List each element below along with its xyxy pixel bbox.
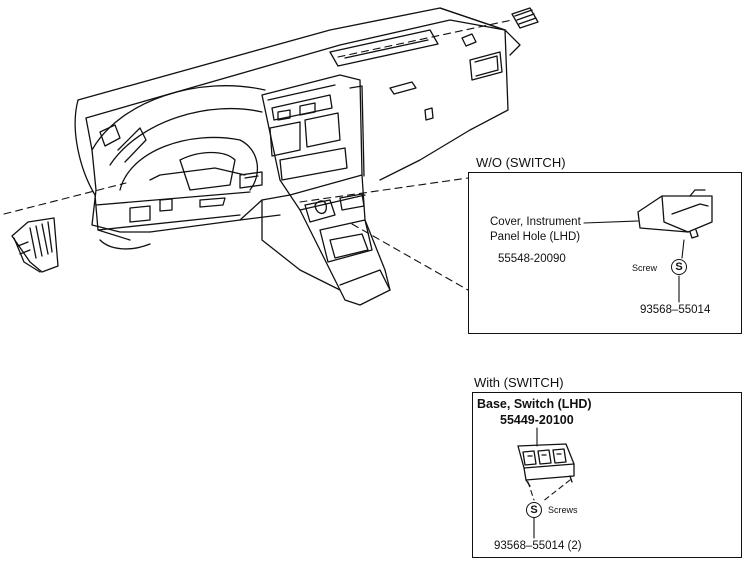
screws-s-icon: S bbox=[526, 502, 542, 518]
defroster-slot bbox=[329, 29, 439, 67]
cover-part-name-line2: Panel Hole (LHD) bbox=[490, 231, 581, 243]
wo-switch-heading: W/O (SWITCH) bbox=[476, 155, 566, 170]
lower-dash-face bbox=[97, 194, 341, 291]
base-part-name: Base, Switch (LHD) bbox=[477, 397, 592, 411]
cover-part-name-line1: Cover, Instrument bbox=[490, 216, 581, 228]
screw-label: Screw bbox=[632, 263, 658, 273]
center-stack bbox=[261, 74, 365, 196]
dash-left-edge bbox=[74, 99, 131, 241]
cover-part-number: 55548-20090 bbox=[498, 253, 566, 265]
with-switch-panel bbox=[472, 392, 742, 558]
screw-part-number: 93568–55014 bbox=[640, 304, 711, 316]
screw-dashed-lines bbox=[527, 479, 571, 503]
panel-hole-cover-part bbox=[637, 189, 713, 239]
screws-part-number: 93568–55014 (2) bbox=[494, 540, 582, 552]
screw-leader-line bbox=[681, 239, 685, 259]
screws-label: Screws bbox=[548, 505, 578, 515]
base-part-number: 55449-20100 bbox=[500, 413, 574, 427]
screw-s-icon: S bbox=[671, 259, 687, 275]
right-panel bbox=[379, 29, 509, 181]
exploded-view-leader-lines bbox=[3, 19, 513, 291]
wo-switch-panel bbox=[468, 172, 742, 334]
right-vent-icon bbox=[511, 7, 539, 29]
left-vent-icon bbox=[11, 217, 59, 273]
dash-top-surface bbox=[77, 7, 521, 119]
cover-leader-line bbox=[583, 220, 639, 224]
center-console bbox=[289, 174, 391, 306]
with-switch-heading: With (SWITCH) bbox=[474, 375, 564, 390]
